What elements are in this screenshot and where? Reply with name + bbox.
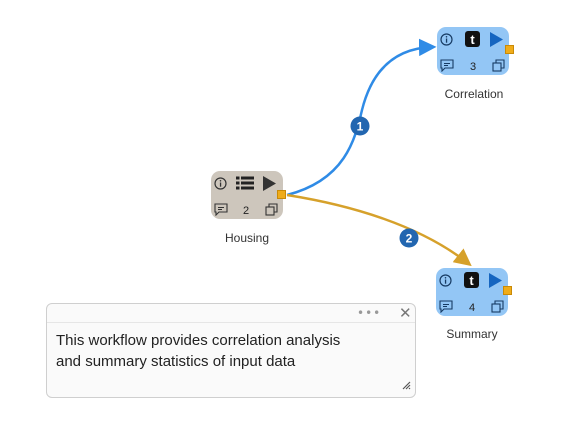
node-housing[interactable]: 2: [211, 171, 283, 219]
output-port-summary[interactable]: [503, 286, 512, 295]
node-label-housing: Housing: [224, 231, 270, 245]
copy-icon[interactable]: [491, 300, 504, 313]
drag-handle-icon[interactable]: •••: [357, 306, 382, 320]
output-port-housing[interactable]: [277, 190, 286, 199]
close-icon[interactable]: ✕: [399, 304, 412, 322]
svg-text:t: t: [469, 273, 474, 288]
info-icon[interactable]: [440, 33, 453, 46]
node-count: 4: [468, 302, 476, 314]
node-summary[interactable]: t 4: [436, 268, 508, 316]
link-badge-2[interactable]: 2: [399, 228, 419, 248]
copy-icon[interactable]: [492, 59, 505, 72]
transform-icon: t: [464, 272, 479, 288]
info-icon[interactable]: [214, 177, 227, 190]
copy-icon[interactable]: [265, 203, 278, 216]
note-text[interactable]: This workflow provides correlation analy…: [56, 332, 341, 370]
workflow-note[interactable]: ••• ✕ This workflow provides correlation…: [46, 303, 416, 398]
output-port-correlation[interactable]: [505, 45, 514, 54]
note-header[interactable]: ••• ✕: [47, 304, 415, 323]
transform-icon: t: [465, 31, 480, 47]
svg-text:t: t: [470, 32, 475, 47]
link-housing-correlation[interactable]: [286, 38, 437, 197]
node-count: 2: [242, 205, 250, 217]
node-count: 3: [469, 61, 477, 73]
info-icon[interactable]: [439, 274, 452, 287]
link-badge-2-text: 2: [406, 232, 413, 246]
node-label-summary: Summary: [446, 327, 498, 341]
link-badge-1-text: 1: [357, 120, 364, 134]
node-correlation[interactable]: t 3: [437, 27, 509, 75]
comment-icon[interactable]: [214, 203, 228, 216]
link-badge-1[interactable]: 1: [350, 116, 370, 136]
list-icon: [236, 176, 254, 190]
run-icon[interactable]: [490, 32, 503, 47]
run-icon[interactable]: [489, 273, 502, 288]
comment-icon[interactable]: [440, 59, 454, 72]
resize-handle-icon[interactable]: [402, 375, 411, 394]
node-label-correlation: Correlation: [444, 87, 504, 101]
link-housing-summary[interactable]: [286, 193, 472, 267]
run-icon[interactable]: [263, 176, 276, 191]
comment-icon[interactable]: [439, 300, 453, 313]
